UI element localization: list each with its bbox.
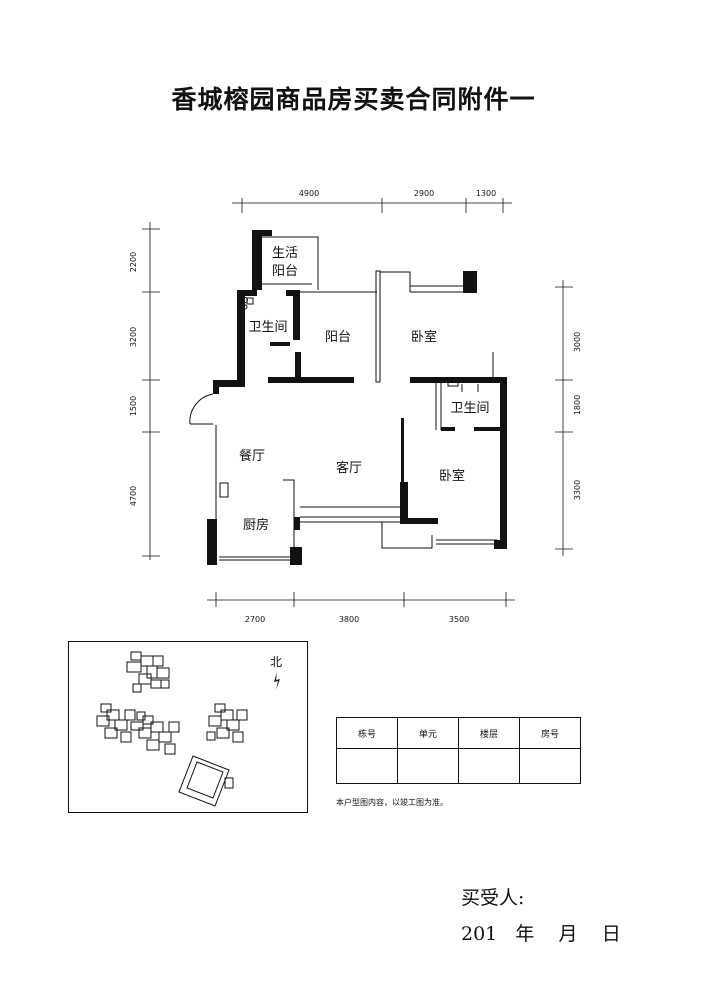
dimension-lines-bottom [207,592,515,607]
dim-left-4: 4700 [129,486,138,506]
date-line: 201 年 月 日 [461,923,621,945]
dim-right-1: 3000 [573,332,582,352]
dim-bottom-1: 2700 [245,615,265,624]
dim-right-3: 3300 [573,480,582,500]
building-cluster-1 [126,651,170,693]
dimension-lines-left [142,222,160,560]
room-bathroom-2: 卫生间 [450,401,489,416]
dimension-lines-top [232,198,512,213]
floor-plan: 4900 2900 1300 2700 3800 3500 2200 3200 … [129,189,582,624]
buyer-label: 买受人: [461,887,525,909]
header-unit: 单元 [397,717,459,749]
page-title: 香城榕园商品房买卖合同附件一 [171,85,536,114]
disclaimer-note: 本户型图内容，以竣工图为准。 [336,798,448,807]
north-arrow-icon [272,672,282,694]
room-service-balcony-line2: 阳台 [272,264,298,279]
cell-unit[interactable] [397,748,459,784]
room-living: 客厅 [336,460,362,476]
header-building-no: 栋号 [336,717,398,749]
dim-top-1: 4900 [299,189,319,198]
unit-info-table: 栋号 单元 楼层 房号 [336,717,581,784]
dim-bottom-3: 3500 [449,615,469,624]
north-label: 北 [270,655,283,669]
room-kitchen: 厨房 [243,517,269,533]
building-cluster-3 [138,715,180,755]
cell-building-no[interactable] [336,748,398,784]
dim-left-2: 3200 [129,327,138,347]
building-cluster-2 [96,703,146,743]
cell-room-no[interactable] [519,748,581,784]
header-room-no: 房号 [519,717,581,749]
room-bathroom-1: 卫生间 [248,320,287,335]
building-large [178,755,234,807]
dim-top-2: 2900 [414,189,434,198]
header-floor: 楼层 [458,717,520,749]
thin-walls [189,236,497,561]
room-bedroom-2: 卧室 [439,468,465,484]
dim-left-3: 1500 [129,396,138,416]
room-bedroom-1: 卧室 [411,329,437,345]
cell-floor[interactable] [458,748,520,784]
dim-top-3: 1300 [476,189,496,198]
thick-walls [207,230,507,565]
site-plan [68,641,308,813]
room-balcony: 阳台 [325,330,351,345]
dim-right-2: 1800 [573,395,582,415]
building-cluster-4 [206,703,248,743]
room-service-balcony-line1: 生活 [272,246,298,261]
dim-bottom-2: 3800 [339,615,359,624]
dimension-lines-right [555,280,573,556]
dim-left-1: 2200 [129,252,138,272]
room-dining: 餐厅 [239,448,265,464]
site-buildings [96,651,248,807]
